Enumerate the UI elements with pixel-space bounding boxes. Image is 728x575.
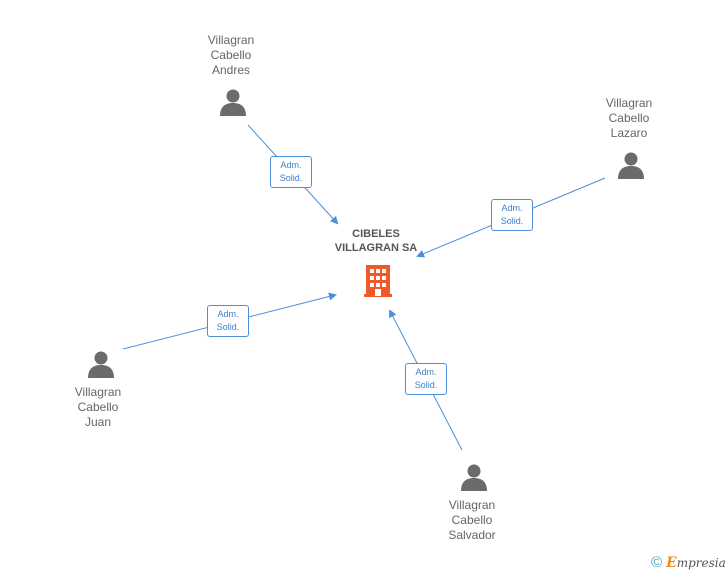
relation-badge-juan[interactable]: Adm. Solid. [207, 305, 249, 337]
copyright-icon: © [651, 554, 663, 571]
person-icon[interactable] [460, 463, 488, 491]
brand-footer[interactable]: © Empresia [651, 554, 726, 572]
relation-badge-salvador[interactable]: Adm. Solid. [405, 363, 447, 395]
relation-badge-andres[interactable]: Adm. Solid. [270, 156, 312, 188]
person-lazaro-name[interactable]: Villagran Cabello Lazaro [605, 96, 653, 140]
company-name[interactable]: CIBELES VILLAGRAN SA [334, 228, 418, 254]
person-salvador-name[interactable]: Villagran Cabello Salvador [448, 498, 496, 542]
person-icon[interactable] [617, 151, 645, 179]
person-icon[interactable] [87, 350, 115, 378]
person-juan-name[interactable]: Villagran Cabello Juan [74, 385, 122, 429]
person-icon[interactable] [219, 88, 247, 116]
building-icon[interactable] [364, 263, 392, 297]
relation-badge-lazaro[interactable]: Adm. Solid. [491, 199, 533, 231]
brand-logo: Empresia [666, 555, 726, 571]
person-andres-name[interactable]: Villagran Cabello Andres [207, 33, 255, 77]
